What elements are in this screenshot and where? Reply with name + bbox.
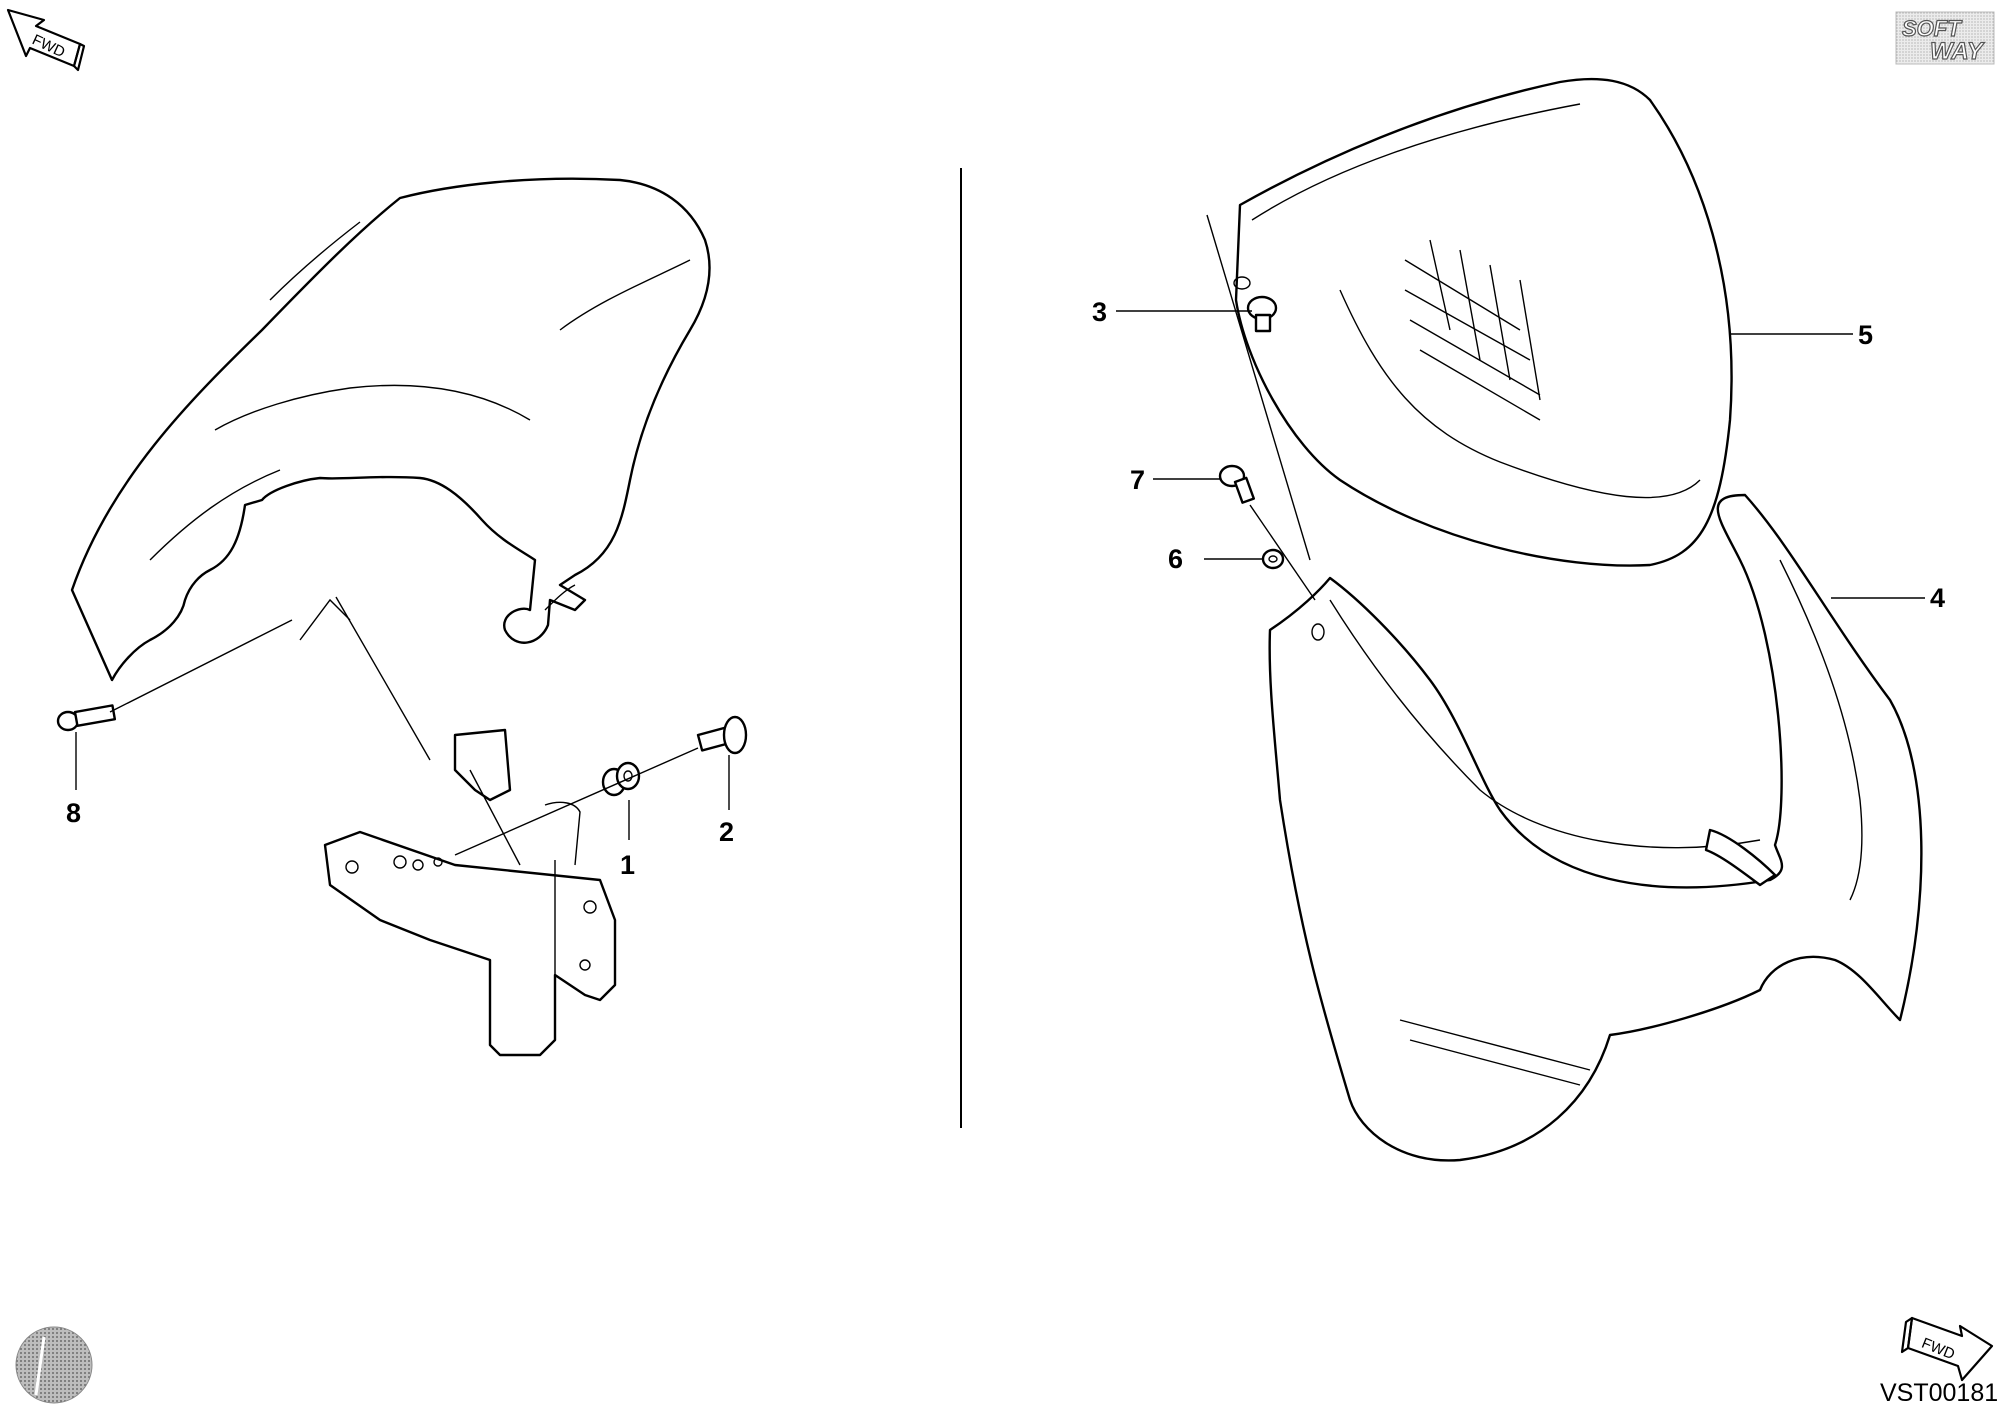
leader-lines: [75, 310, 1925, 840]
callout-4: 4: [1930, 583, 1945, 613]
callout-6: 6: [1168, 544, 1183, 574]
upper-screen-5: [1234, 77, 1733, 567]
callout-1: 1: [620, 850, 635, 880]
callout-2: 2: [719, 817, 734, 847]
callout-7: 7: [1130, 465, 1145, 495]
mounting-bracket: [323, 728, 617, 1057]
screw-3: [1233, 276, 1278, 333]
fwd-arrow-icon-bottom: FWD: [1900, 1316, 1994, 1382]
assembly-line-1-2: [454, 747, 699, 856]
logo-line1: SOFT: [1902, 16, 1962, 41]
assembly-line-3: [1206, 214, 1311, 561]
screw-7: [1218, 464, 1256, 504]
screw-2: [696, 715, 748, 755]
left-windshield: [70, 177, 711, 682]
drawing-code: VST00181: [1880, 1379, 1998, 1407]
callout-8: 8: [66, 798, 81, 828]
assembly-line-8: [109, 619, 293, 713]
logo-line2: WAY: [1930, 38, 1985, 65]
fairing-hole: [1311, 623, 1325, 641]
bolt-8: [56, 704, 117, 732]
callout-5: 5: [1858, 320, 1873, 350]
softway-logo: SOFT WAY: [1895, 11, 1995, 66]
nut-6: [1261, 548, 1285, 570]
assembly-line-bracket: [335, 596, 431, 761]
fwd-arrow-icon-top: FWD: [6, 8, 86, 72]
callout-3: 3: [1092, 297, 1107, 327]
spacer-1: [601, 761, 641, 797]
assembly-line-7-6: [1249, 504, 1316, 601]
dotted-disc-mark: [15, 1326, 93, 1404]
headlight-fairing-4: [1268, 493, 1923, 1162]
